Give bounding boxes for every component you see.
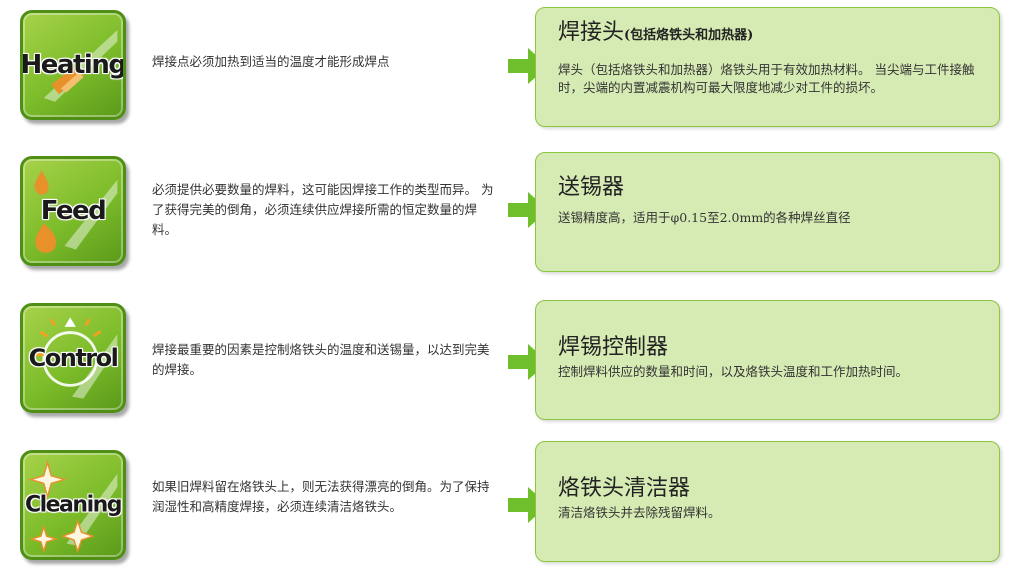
card-text: 焊头（包括烙铁头和加热器）烙铁头用于有效加热材料。 当尖端与工件接触时，尖端的内… [558, 62, 975, 95]
cleaning-badge: Cleaning [20, 450, 126, 560]
card-text: 清洁烙铁头并去除残留焊料。 [558, 505, 721, 520]
card-title: 烙铁头清洁器 [558, 474, 981, 504]
card-title-main: 烙铁头清洁器 [558, 476, 691, 501]
card-text: 送锡精度高，适用于φ0.15至2.0mm的各种焊丝直径 [558, 210, 851, 225]
sparkle-icon [27, 459, 118, 554]
flame-strip-icon [43, 30, 118, 102]
tip-cleaner-card: 烙铁头清洁器 清洁烙铁头并去除残留焊料。 [535, 441, 1000, 562]
wire-feeder-card: 送锡器 送锡精度高，适用于φ0.15至2.0mm的各种焊丝直径 [535, 152, 1000, 272]
cleaning-label: Cleaning [24, 492, 123, 518]
card-title: 送锡器 [558, 173, 981, 203]
card-title: 焊接头(包括烙铁头和加热器) [558, 18, 981, 51]
card-title-main: 焊锡控制器 [558, 335, 669, 360]
heating-description: 焊接点必须加热到适当的温度才能形成焊点 [152, 54, 390, 69]
card-title-sub: (包括烙铁头和加热器) [624, 28, 754, 43]
heating-label: Heating [20, 50, 126, 80]
control-gauge-icon [34, 317, 118, 399]
control-badge: Control [20, 303, 126, 413]
cleaning-description: 如果旧焊料留在烙铁头上，则无法获得漂亮的倒角。为了保持润湿性和高精度焊接，必须连… [152, 479, 490, 514]
control-description: 焊接最重要的因素是控制烙铁头的温度和送锡量，以达到完美的焊接。 [152, 342, 490, 377]
solder-drop-icon [34, 170, 118, 253]
card-title: 焊锡控制器 [558, 333, 981, 363]
soldering-head-card: 焊接头(包括烙铁头和加热器) 焊头（包括烙铁头和加热器）烙铁头用于有效加热材料。… [535, 7, 1000, 127]
card-title-main: 焊接头 [558, 20, 625, 45]
feed-badge: Feed [20, 156, 126, 266]
card-text: 控制焊料供应的数量和时间，以及烙铁头温度和工作加热时间。 [558, 364, 909, 379]
feed-label: Feed [40, 196, 107, 226]
heating-badge: Heating [20, 10, 126, 120]
feed-description: 必须提供必要数量的焊料，这可能因焊接工作的类型而异。 为了获得完美的倒角，必须连… [152, 182, 494, 237]
solder-controller-card: 焊锡控制器 控制焊料供应的数量和时间，以及烙铁头温度和工作加热时间。 [535, 300, 1000, 420]
card-title-main: 送锡器 [558, 175, 625, 200]
control-label: Control [28, 344, 119, 372]
